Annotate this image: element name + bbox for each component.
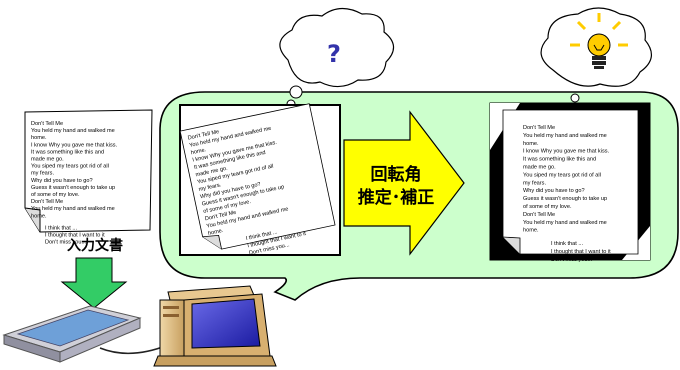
input-doc-line: home. bbox=[31, 213, 47, 219]
thought-cloud-question: ? bbox=[279, 7, 395, 109]
input-doc-footer-line: Don't miss you... bbox=[45, 240, 87, 246]
corrected-doc-footer-line: I think that ... bbox=[551, 241, 583, 247]
corrected-doc-line: Don't Tell Me bbox=[523, 212, 555, 218]
input-doc-line: Don't Tell Me bbox=[31, 121, 63, 127]
corrected-doc-footer-line: I thought that I want to it bbox=[551, 249, 611, 255]
input-doc-line: made me go. bbox=[31, 157, 64, 163]
corrected-document-panel: Don't Tell Me You held my hand and walked… bbox=[489, 102, 651, 263]
arrow-label-line2: 推定･補正 bbox=[358, 187, 435, 208]
corrected-doc-line: Don't Tell Me bbox=[523, 125, 555, 131]
input-doc-line: Guess it wasn't enough to take up bbox=[31, 185, 115, 191]
input-doc-line: It was something like this and bbox=[31, 149, 104, 155]
input-doc-line: You held my hand and walked me bbox=[31, 128, 115, 134]
rotation-arrow: 回転角 推定･補正 bbox=[343, 110, 465, 256]
input-doc-line: You siped my tears got rid of all bbox=[31, 164, 109, 170]
input-doc-line: home. bbox=[31, 135, 47, 141]
skewed-doc-line: home. bbox=[208, 228, 225, 237]
down-arrow bbox=[60, 257, 128, 309]
input-doc-footer-line: I think that ... bbox=[45, 225, 77, 231]
corrected-doc-line: of some of my love. bbox=[523, 204, 572, 210]
corrected-doc-line: You siped my tears got rid of all bbox=[523, 172, 601, 178]
input-doc-line: Don't Tell Me bbox=[31, 199, 63, 205]
corrected-doc-line: Guess it wasn't enough to take up bbox=[523, 196, 607, 202]
arrow-label-line1: 回転角 bbox=[371, 164, 422, 185]
input-doc-line: my fears. bbox=[31, 171, 54, 177]
skewed-doc-line: my fears. bbox=[198, 182, 222, 193]
lightbulb-icon bbox=[570, 13, 628, 69]
input-doc-line: You held my hand and walked me bbox=[31, 206, 115, 212]
input-label: 入力文書 bbox=[67, 237, 123, 254]
input-doc-line: Why did you have to go? bbox=[31, 178, 93, 184]
corrected-doc-line: It was something like this and bbox=[523, 157, 596, 163]
input-doc-footer-line: I thought that I want to it bbox=[45, 232, 105, 238]
corrected-doc-line: Why did you have to go? bbox=[523, 188, 585, 194]
corrected-doc-line: I know Why you gave me that kiss. bbox=[523, 149, 610, 155]
corrected-doc-line: my fears. bbox=[523, 180, 546, 186]
thought-cloud-lightbulb bbox=[540, 7, 652, 103]
corrected-doc-line: You held my hand and walked me bbox=[523, 133, 607, 139]
corrected-doc-line: made me go. bbox=[523, 165, 556, 171]
corrected-doc-footer-line: Don't miss you... bbox=[551, 257, 593, 263]
input-doc-line: I know Why you gave me that kiss. bbox=[31, 142, 118, 148]
corrected-doc-line: home. bbox=[523, 141, 539, 147]
input-doc-line: of some of my love. bbox=[31, 192, 80, 198]
corrected-doc-line: home. bbox=[523, 228, 539, 234]
question-mark: ? bbox=[327, 40, 341, 68]
corrected-doc-line: You held my hand and walked me bbox=[523, 220, 607, 226]
scanner-icon bbox=[2, 305, 169, 363]
skewed-doc-line: home. bbox=[190, 147, 207, 156]
computer-icon bbox=[153, 285, 277, 367]
